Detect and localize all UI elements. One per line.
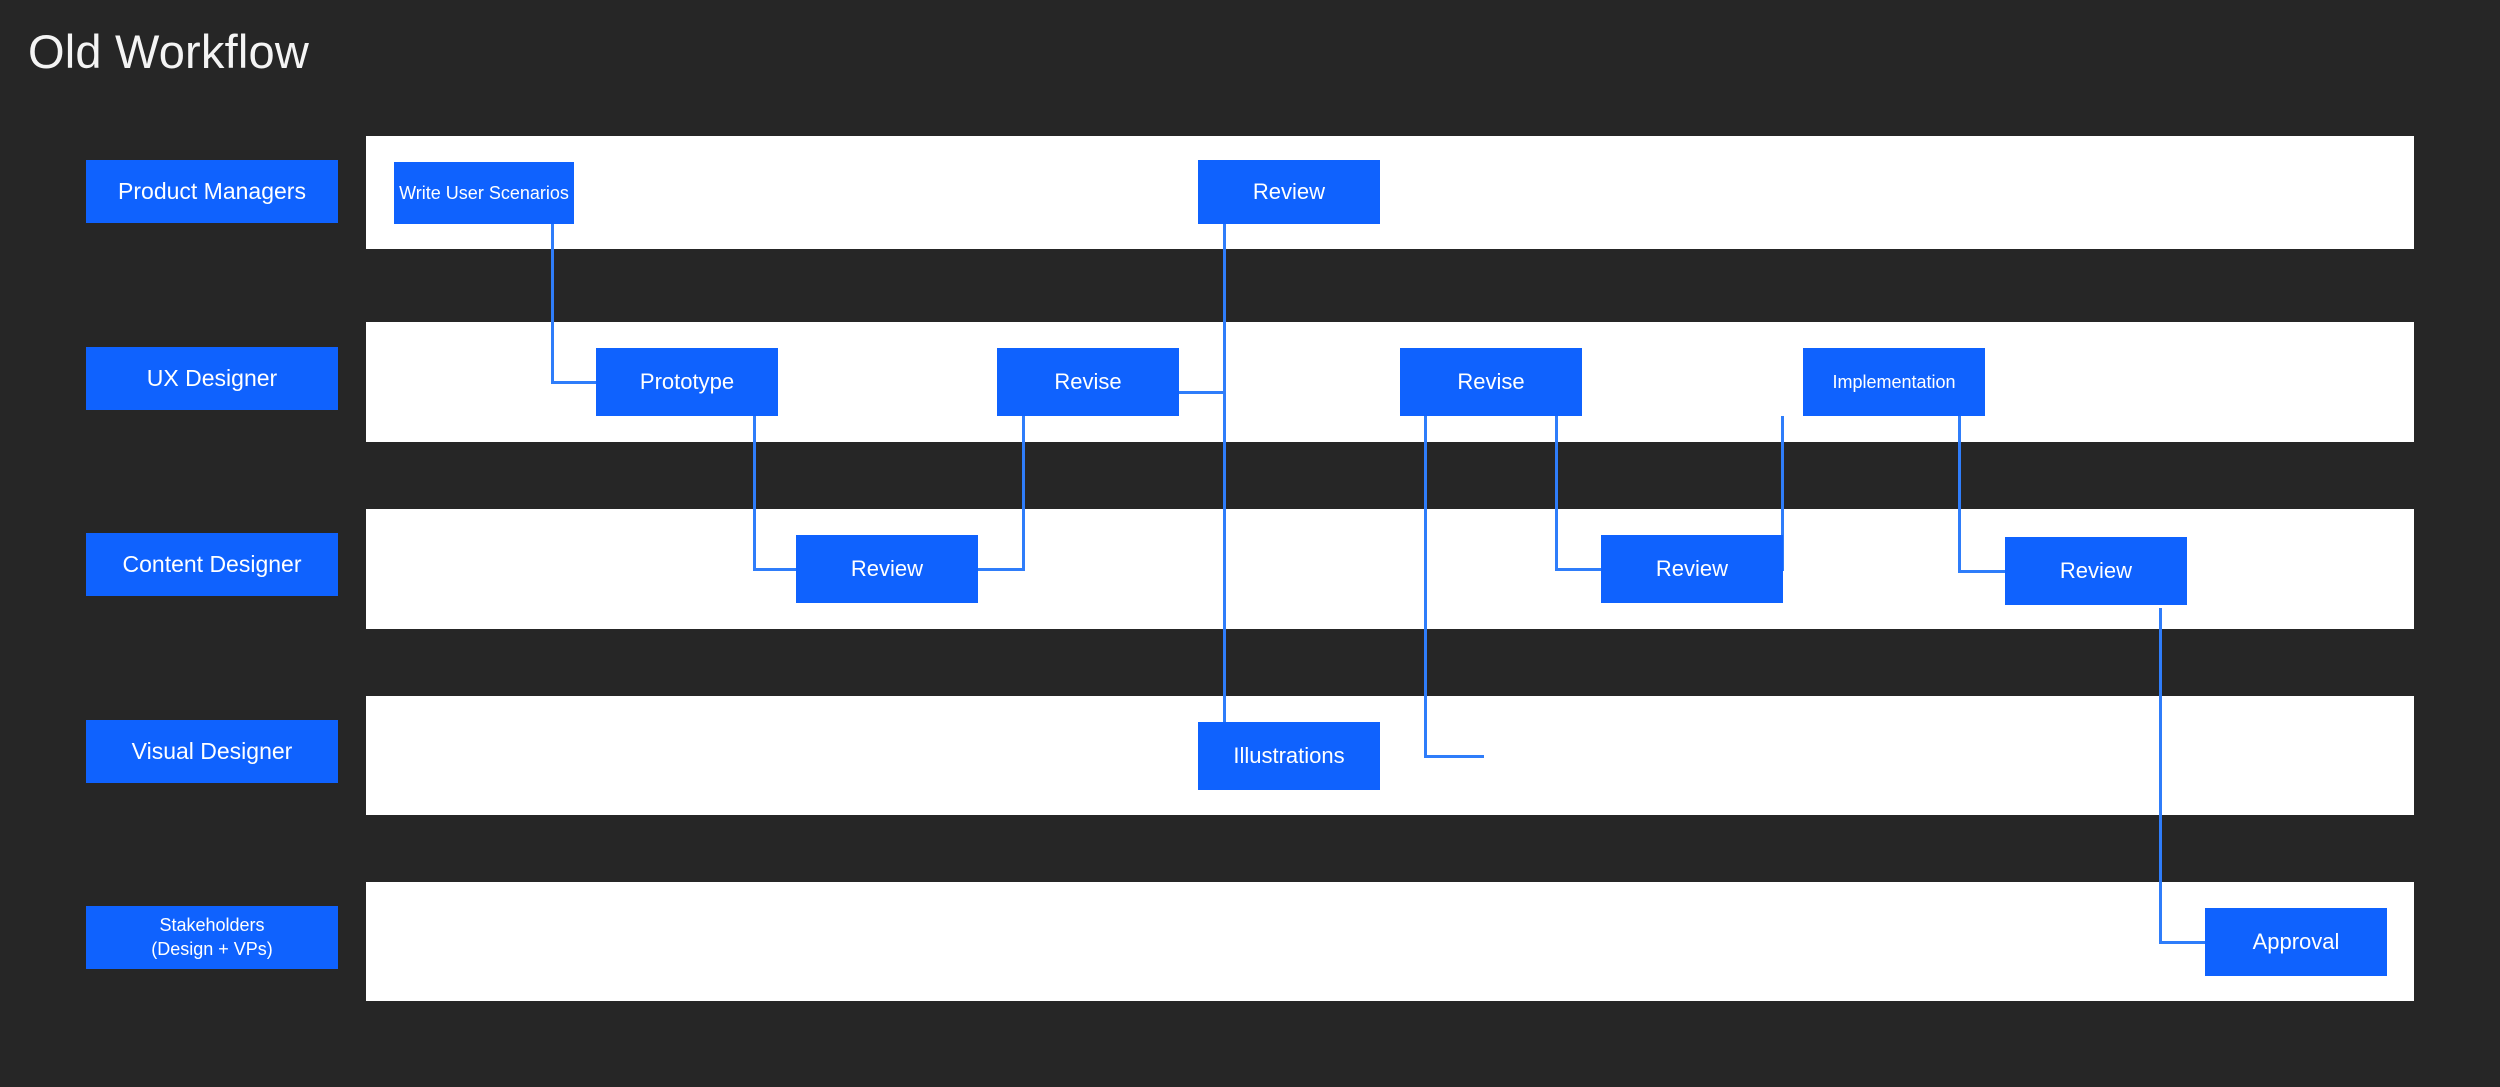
task-box-write-user-scenarios[interactable]: Write User Scenarios	[394, 162, 574, 224]
connector-review3-to-approval-vertical	[2159, 608, 2162, 943]
connector-review1-to-revise1-vertical	[1022, 416, 1025, 571]
connector-scenarios-to-prototype-vertical	[551, 224, 554, 383]
task-box-revise-2[interactable]: Revise	[1400, 348, 1582, 416]
page-title: Old Workflow	[28, 25, 309, 78]
lane-label-stakeholders[interactable]: Stakeholders (Design + VPs)	[86, 906, 338, 969]
task-box-review-content-1[interactable]: Review	[796, 535, 978, 603]
task-label: Write User Scenarios	[399, 182, 569, 203]
task-label: Review	[1252, 179, 1326, 205]
connector-implementation-to-review3-vertical	[1958, 416, 1961, 573]
connector-revise1-to-trunk	[1178, 391, 1226, 394]
lane-label-text-line1: Stakeholders	[159, 915, 265, 936]
task-label: Approval	[2252, 929, 2340, 955]
task-label: Revise	[1457, 369, 1525, 395]
lane-label-visual-designer[interactable]: Visual Designer	[86, 720, 338, 783]
lane-label-content-designer[interactable]: Content Designer	[86, 533, 338, 596]
task-box-review-content-3[interactable]: Review	[2005, 537, 2187, 605]
lane-label-text-line2: (Design + VPs)	[151, 938, 273, 959]
connector-prototype-to-review1-horizontal	[753, 568, 798, 571]
connector-prototype-to-review1-vertical	[753, 416, 756, 571]
task-box-review-content-2[interactable]: Review	[1601, 535, 1783, 603]
connector-revise2-to-review2-horizontal	[1555, 568, 1603, 571]
task-box-prototype[interactable]: Prototype	[596, 348, 778, 416]
connector-review-pm-trunk	[1223, 224, 1226, 750]
task-label: Implementation	[1832, 371, 1956, 392]
connector-review2-to-implementation-vertical	[1781, 416, 1784, 571]
task-box-review-pm[interactable]: Review	[1198, 160, 1380, 224]
lane-band-visual-designer	[366, 696, 2414, 815]
task-label: Revise	[1054, 369, 1122, 395]
lane-label-text: Content Designer	[122, 551, 302, 578]
lane-label-text: Visual Designer	[131, 738, 293, 765]
task-label: Review	[2059, 558, 2133, 584]
task-label: Prototype	[639, 369, 735, 395]
lane-label-text: UX Designer	[146, 365, 278, 392]
connector-implementation-to-review3-horizontal	[1958, 570, 2008, 573]
connector-review3-to-approval-horizontal	[2159, 941, 2207, 944]
connector-illustrations-to-revise2-horizontal	[1424, 755, 1484, 758]
task-label: Review	[850, 556, 924, 582]
connector-scenarios-to-prototype-horizontal	[551, 381, 598, 384]
task-box-revise-1[interactable]: Revise	[997, 348, 1179, 416]
connector-illustrations-to-revise2-vertical	[1424, 416, 1427, 758]
task-box-approval[interactable]: Approval	[2205, 908, 2387, 976]
task-box-implementation[interactable]: Implementation	[1803, 348, 1985, 416]
lane-band-stakeholders	[366, 882, 2414, 1001]
connector-review1-to-revise1-horizontal	[977, 568, 1025, 571]
lane-label-text: Product Managers	[118, 178, 306, 205]
lane-label-product-managers[interactable]: Product Managers	[86, 160, 338, 223]
connector-revise2-to-review2-vertical	[1555, 416, 1558, 571]
lane-band-product-managers	[366, 136, 2414, 249]
task-label: Review	[1655, 556, 1729, 582]
lane-label-ux-designer[interactable]: UX Designer	[86, 347, 338, 410]
task-label: Illustrations	[1233, 743, 1345, 769]
task-box-illustrations[interactable]: Illustrations	[1198, 722, 1380, 790]
